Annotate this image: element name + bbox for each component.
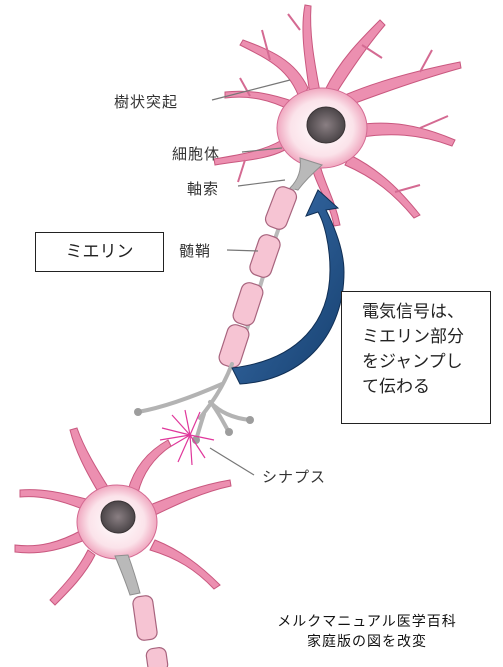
credit-line: 家庭版の図を改変 <box>222 632 503 652</box>
synapse-spark <box>160 410 214 465</box>
label-soma: 細胞体 <box>172 143 220 164</box>
myelin-segments <box>217 184 299 369</box>
lower-axon-hillock <box>115 555 140 595</box>
callout-line: 電気信号は、 <box>362 300 490 325</box>
lower-soma-nucleus <box>101 501 135 533</box>
myelin-box: ミエリン <box>35 232 164 272</box>
label-myelin-sheath: 髄鞘 <box>179 240 211 261</box>
axon-terminals <box>138 364 250 440</box>
upper-soma-nucleus <box>307 107 345 143</box>
credit-text: メルクマニュアル医学百科 家庭版の図を改変 <box>222 612 503 652</box>
callout-line: て伝わる <box>362 375 490 400</box>
label-axon: 軸索 <box>187 178 219 199</box>
callout-box: 電気信号は、 ミエリン部分 をジャンプし て伝わる <box>341 291 491 424</box>
label-dendrite: 樹状突起 <box>114 91 178 112</box>
callout-line: をジャンプし <box>362 350 490 375</box>
credit-line: メルクマニュアル医学百科 <box>222 612 503 632</box>
callout-line: ミエリン部分 <box>362 325 490 350</box>
lower-myelin-segments <box>132 595 169 667</box>
label-synapse: シナプス <box>262 466 326 487</box>
